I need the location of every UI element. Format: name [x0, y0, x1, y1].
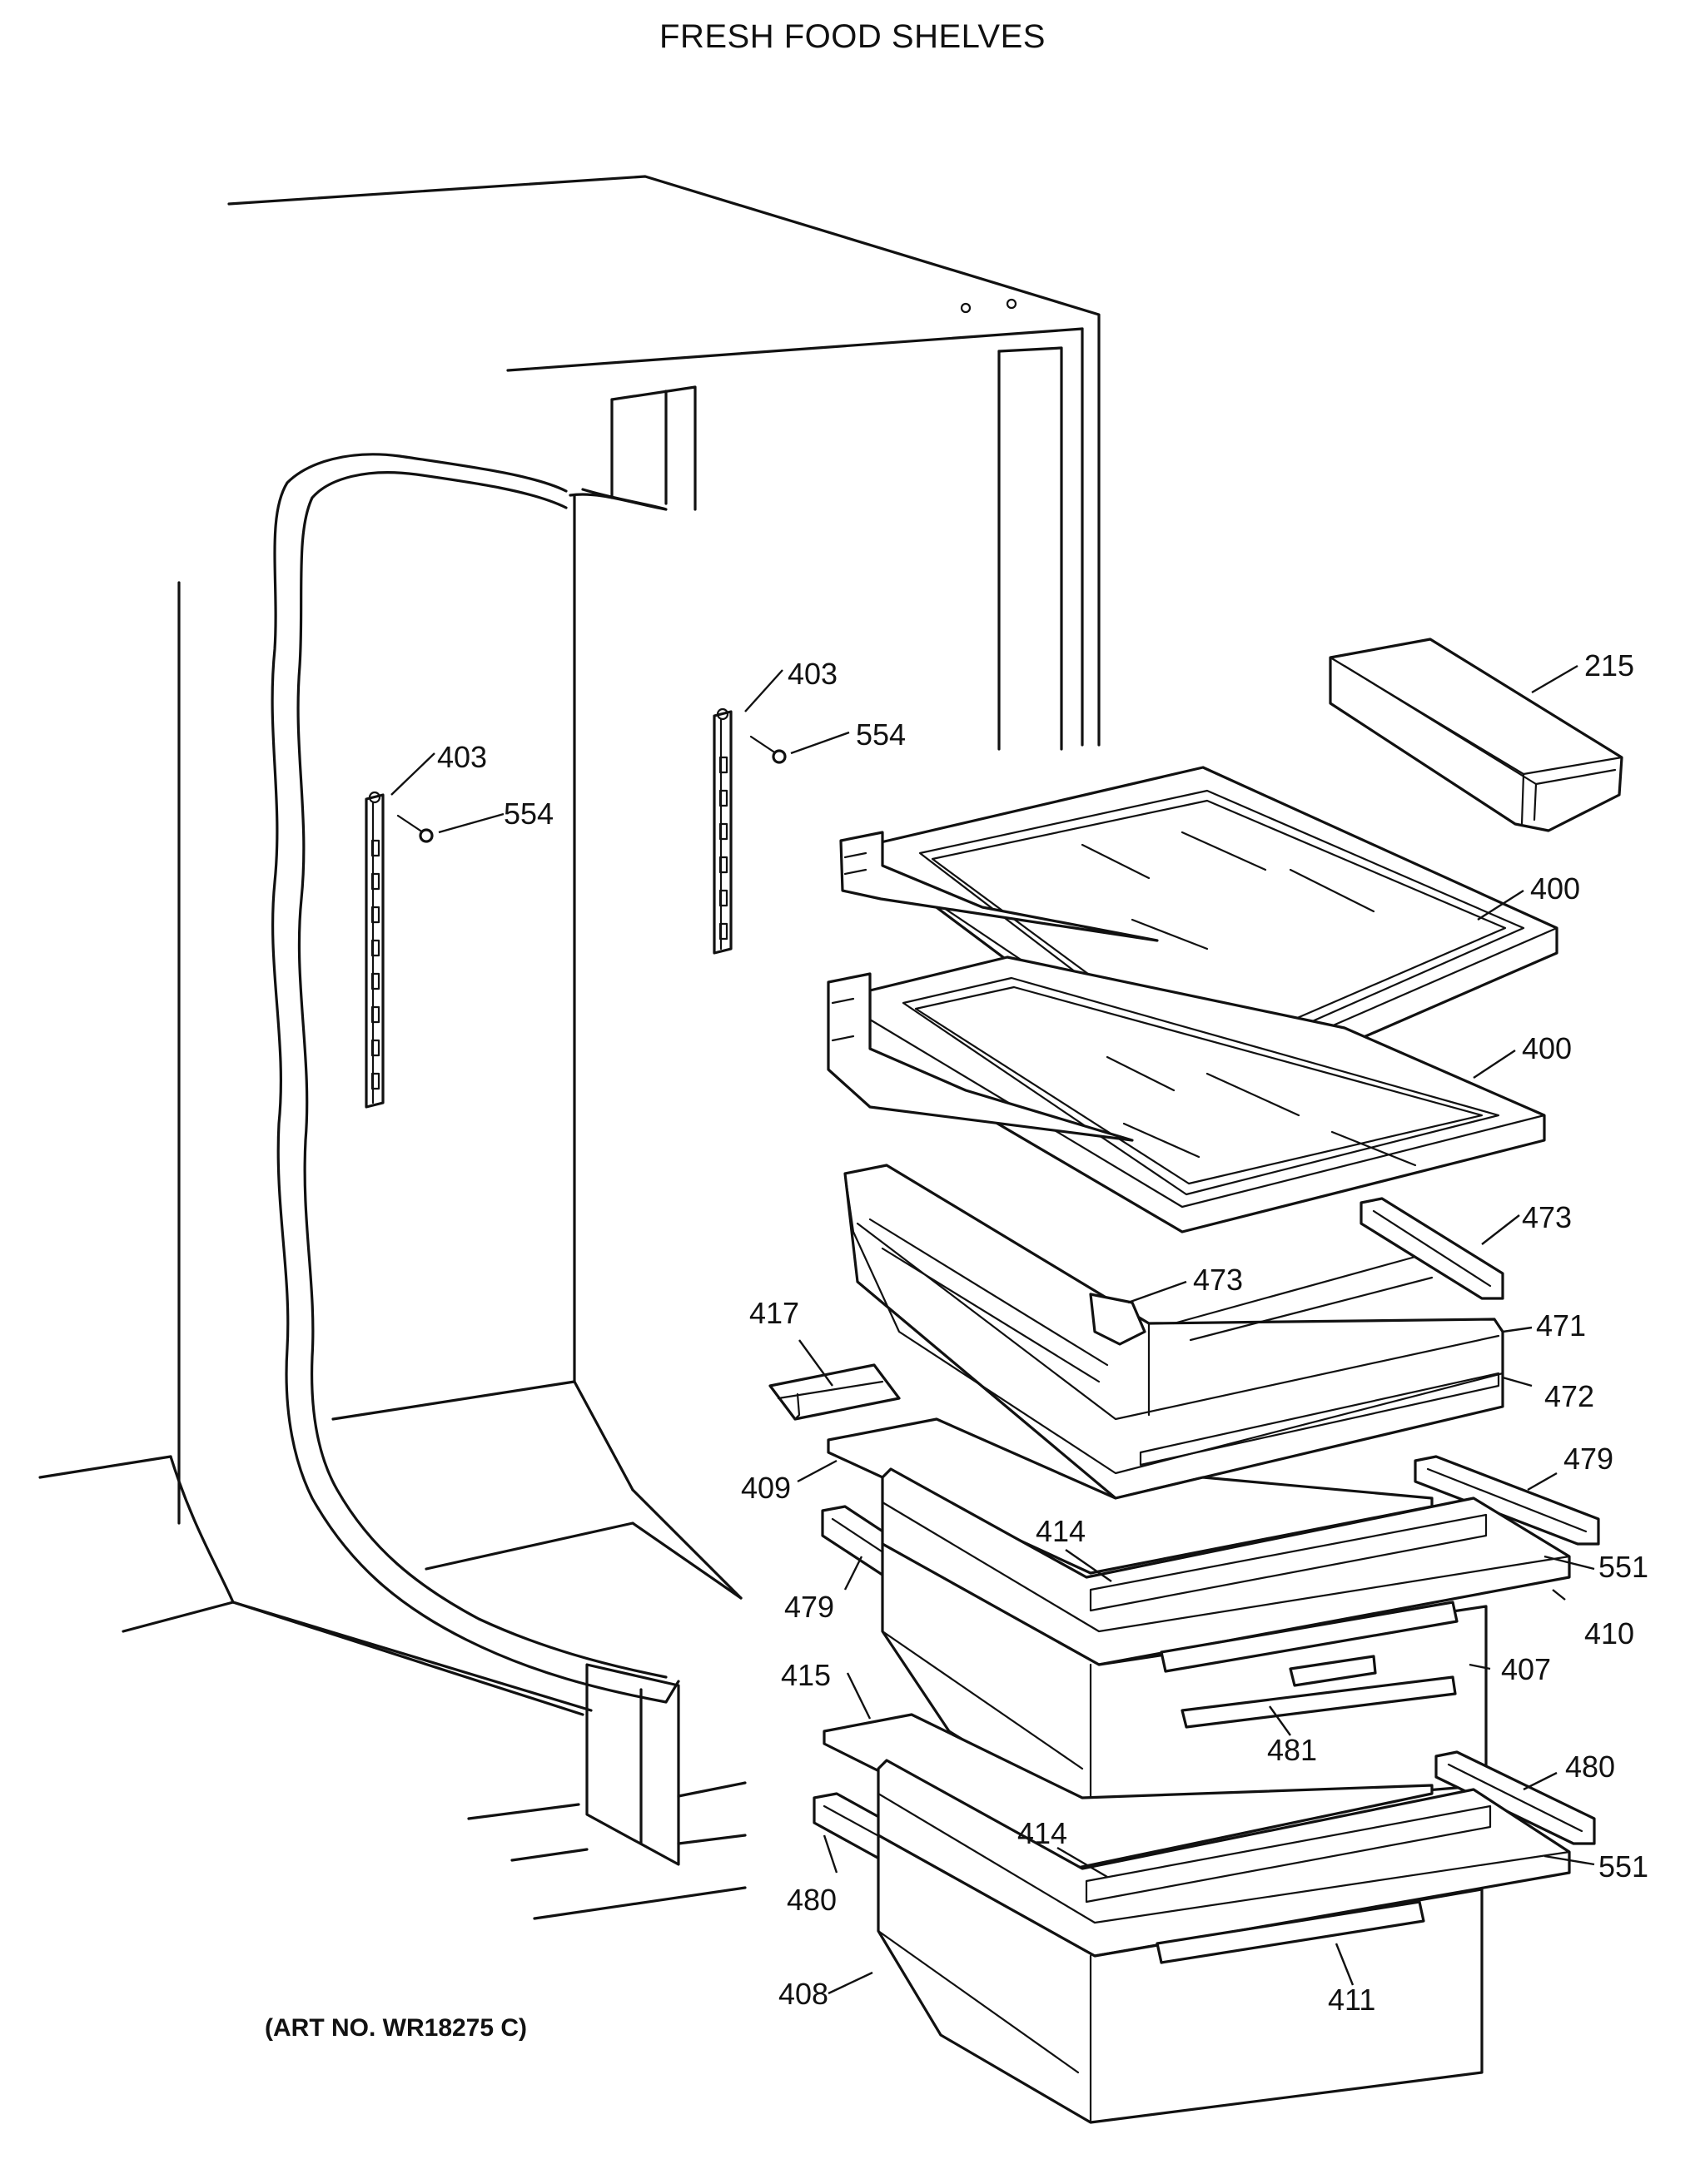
- leader-lines: [390, 664, 1595, 1995]
- screw-554-left: [396, 814, 434, 843]
- callout-403-left: 403: [437, 740, 487, 774]
- screw-554-right: [749, 735, 787, 764]
- rail-480-right: [1434, 1750, 1596, 1845]
- callout-554-right: 554: [856, 717, 906, 752]
- callout-554-left: 554: [504, 797, 554, 831]
- rail-473-right: [1360, 1197, 1504, 1300]
- crisper-cover-assembly: [843, 1164, 1504, 1500]
- cabinet-drawing: [38, 175, 1101, 1920]
- callout-415: 415: [781, 1658, 831, 1692]
- rail-479-right: [1414, 1455, 1600, 1546]
- callout-471: 471: [1536, 1308, 1586, 1343]
- callout-411: 411: [1328, 1983, 1375, 2017]
- rail-417: [768, 1363, 901, 1421]
- glass-shelf-400-bottom: [827, 956, 1546, 1233]
- callout-480-left: 480: [787, 1883, 837, 1917]
- callout-400-top: 400: [1530, 871, 1580, 906]
- callout-407: 407: [1501, 1652, 1551, 1686]
- callout-551-top: 551: [1598, 1550, 1648, 1584]
- callout-409: 409: [741, 1471, 791, 1505]
- callout-479-left: 479: [784, 1590, 834, 1624]
- callout-414-top: 414: [1036, 1514, 1086, 1548]
- callout-414-bottom: 414: [1017, 1816, 1067, 1850]
- glass-shelf-400-top: [839, 766, 1558, 1109]
- shelf-ladder-left: [365, 791, 385, 1109]
- callout-473-right: 473: [1522, 1200, 1572, 1234]
- callout-215: 215: [1584, 648, 1634, 682]
- callout-labels: 215 400 400 403 554 403 554 473 473 471 …: [437, 648, 1648, 2017]
- art-number: (ART NO. WR18275 C): [265, 2014, 528, 2042]
- diagram-title: FRESH FOOD SHELVES: [659, 18, 1046, 55]
- callout-417: 417: [749, 1296, 799, 1330]
- callout-551-bottom: 551: [1598, 1849, 1648, 1884]
- door-bin-215: [1329, 638, 1623, 832]
- callout-480-right: 480: [1565, 1750, 1615, 1784]
- callout-472: 472: [1544, 1379, 1594, 1413]
- callout-400-bottom: 400: [1522, 1031, 1572, 1065]
- callout-408: 408: [778, 1977, 828, 2011]
- lower-drawer-408: [877, 1834, 1484, 2124]
- upper-drawer-407: [881, 1542, 1488, 1820]
- callout-410: 410: [1584, 1616, 1634, 1650]
- callout-479-right: 479: [1563, 1442, 1613, 1476]
- callout-403-right: 403: [788, 657, 838, 691]
- callout-473-center: 473: [1193, 1263, 1243, 1297]
- shelf-ladder-right: [713, 707, 733, 955]
- callout-481: 481: [1267, 1733, 1317, 1767]
